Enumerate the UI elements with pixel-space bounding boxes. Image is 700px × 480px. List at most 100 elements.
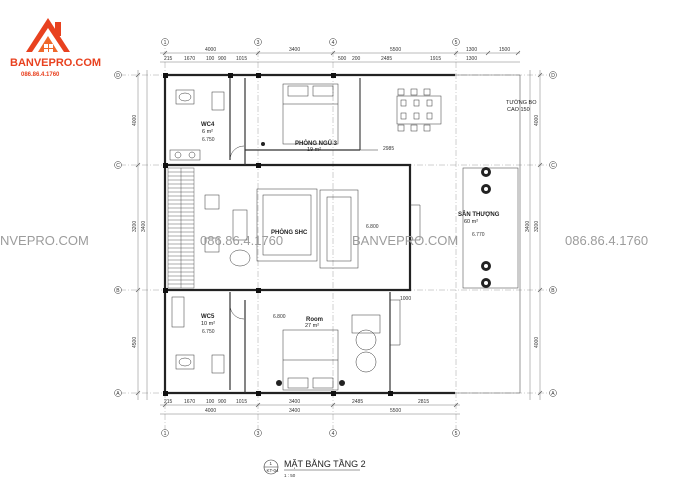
grid-label: 5 [455,40,458,46]
bed-room [282,329,339,391]
room-label: WC4 [201,122,215,128]
dim-text: 900 [218,399,227,405]
doors [229,145,421,346]
grid-label: 1 [164,431,167,437]
dim-text: 3400 [289,47,300,53]
grid-label: B [551,288,555,294]
dim-text: 3400 [525,221,531,232]
grid-lines [120,40,550,435]
dim-text: 100 [206,399,215,405]
grid-label: D [116,73,120,79]
room-label: SÂN THƯỢNG [458,211,500,218]
dim-text: 215 [164,56,173,62]
watermark-text: NVEPRO.COM [0,233,89,248]
plant-icons [261,142,345,386]
title-sheet: KT-04 [267,468,280,473]
dining-table [396,88,442,132]
grid-label: A [551,391,555,397]
title-name: MẶT BẰNG TẦNG 2 [284,459,366,469]
dimension-lines [137,52,541,415]
dim-text: 500 [338,56,347,62]
grid-label: 4 [332,40,335,46]
dim-text: 1015 [236,56,247,62]
grid-label: B [116,288,120,294]
level-mark: 6.800 [366,224,379,230]
dim-text: 3400 [141,221,147,232]
dim-text: 5500 [390,408,401,414]
dim-text: 4000 [534,115,540,126]
columns [163,73,393,396]
dim-text: 4500 [132,337,138,348]
dim-text: 2985 [383,146,394,152]
planter-icons [481,167,491,288]
room-area: 10 m² [201,321,215,327]
room-area: 27 m² [305,323,319,329]
dimension-ticks [135,50,543,408]
room-label: PHÒNG SHC [271,228,308,236]
dim-text: 1015 [236,399,247,405]
dim-text: 1300 [466,47,477,53]
watermark-phone: 086.86.4.1760 [565,233,648,248]
level-mark: 6.750 [202,137,215,143]
wall-note: TƯỜNG BO [506,99,537,106]
dim-text: 1000 [400,296,411,302]
room-label: WC5 [201,314,215,320]
worship-room-furniture [204,188,359,269]
grid-bubbles-right [549,71,557,397]
dim-text: 4000 [205,408,216,414]
dim-text: 900 [218,56,227,62]
dim-text: 1670 [184,56,195,62]
watermark-text: BANVEPRO.COM [352,233,458,248]
title-number: 1 [270,461,273,466]
terrace-outline [359,74,521,394]
room-seating [351,314,381,373]
dim-text: 2485 [381,56,392,62]
level-mark: 6.770 [472,232,485,238]
watermark: NVEPRO.COM 086.86.4.1760 BANVEPRO.COM 08… [0,233,648,248]
drawing-title: 1 KT-04 MẶT BẰNG TẦNG 2 1 : 50 [263,459,366,478]
dim-text: 200 [352,56,361,62]
grid-label: D [551,73,555,79]
grid-bubbles-top [161,38,460,46]
dim-text: 1300 [466,56,477,62]
dim-text: 4000 [534,337,540,348]
room-area: 6 m² [202,129,213,135]
grid-label: C [116,163,120,169]
grid-bubbles-left [114,71,122,397]
grid-label: A [116,391,120,397]
dim-text: 4000 [205,47,216,53]
room-area: 60 m² [464,219,478,225]
logo-name: BANVEPRO.COM [10,57,101,69]
grid-label: 3 [257,40,260,46]
level-mark: 6.800 [273,314,286,320]
dim-text: 215 [164,399,173,405]
dim-text: 3400 [289,399,300,405]
grid-label: 3 [257,431,260,437]
grid-label: C [551,163,555,169]
grid-label: 1 [164,40,167,46]
dim-text: 3200 [534,221,540,232]
dim-text: 5500 [390,47,401,53]
room-label: PHÒNG NGỦ 3 [295,139,338,147]
wc4-fixtures [169,89,225,161]
watermark-phone: 086.86.4.1760 [200,233,283,248]
title-scale: 1 : 50 [284,473,296,478]
stair-treads [168,171,194,285]
dim-text: 1915 [430,56,441,62]
room-area: 19 m² [307,147,321,153]
dim-text: 1500 [499,47,510,53]
logo-phone: 086.86.4.1760 [21,72,60,78]
dim-text: 1670 [184,399,195,405]
dim-text: 2815 [418,399,429,405]
dim-text: 4000 [132,115,138,126]
room-label: Room [306,317,323,323]
grid-label: 5 [455,431,458,437]
level-mark: 6.750 [202,329,215,335]
logo: BANVEPRO.COM 086.86.4.1760 [10,18,101,78]
grid-label: 4 [332,431,335,437]
wc5-fixtures [171,296,225,374]
dim-text: 3400 [289,408,300,414]
wall-note: CAO 150 [507,107,530,113]
grid-bubbles-bottom [161,429,460,437]
